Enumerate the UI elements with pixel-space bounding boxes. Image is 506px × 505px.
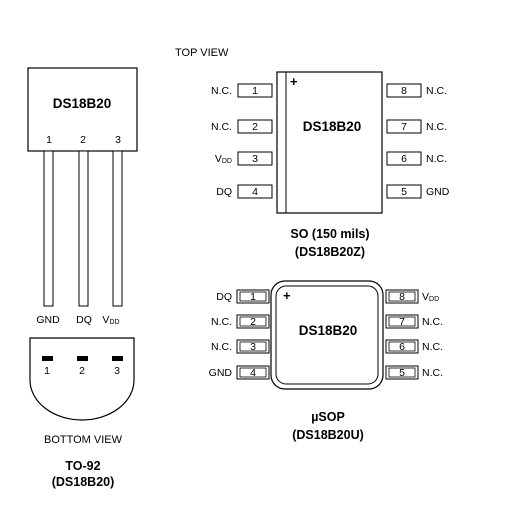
to92-pin-name-dq: DQ — [76, 314, 92, 326]
to92-bottom-view-outline — [29, 337, 135, 421]
usop-pin-1 — [236, 289, 270, 304]
usop-pin-number-3: 3 — [250, 341, 256, 353]
usop-pin1-marker: + — [283, 288, 291, 303]
so-pin-number-6: 6 — [401, 153, 407, 165]
so-pin-4 — [237, 184, 273, 199]
so-pin-name-3: VDD — [215, 153, 232, 165]
so-pin-name-6: N.C. — [426, 153, 447, 165]
so-package: + DS18B20 1 N.C. 2 N.C. 3 VDD 4 DQ 8 N.C… — [211, 71, 450, 259]
to92-package: DS18B20 1 2 3 GND DQ VDD 1 2 3 BOTTOM VI… — [27, 67, 138, 489]
usop-pin-number-1: 1 — [250, 291, 256, 303]
usop-pin-3 — [236, 339, 270, 354]
so-pin-3 — [237, 151, 273, 166]
to92-pin-name-vdd: VDD — [102, 314, 119, 326]
to92-pin-number-3: 3 — [115, 134, 121, 146]
usop-body-inner — [275, 285, 379, 385]
usop-pin-name-5: N.C. — [422, 367, 443, 379]
to92-bottom-number-2: 2 — [79, 365, 85, 377]
usop-pin-name-6: N.C. — [422, 341, 443, 353]
so-pin-number-8: 8 — [401, 85, 407, 97]
usop-pin-8 — [385, 289, 419, 304]
usop-pin-6 — [385, 339, 419, 354]
usop-pin-name-2: N.C. — [211, 316, 232, 328]
so-pin-name-8: N.C. — [426, 85, 447, 97]
so-body — [276, 71, 383, 214]
so-pin-1 — [237, 83, 273, 98]
so-pin-5 — [386, 184, 422, 199]
so-pin-number-5: 5 — [401, 186, 407, 198]
usop-pin-4 — [236, 365, 270, 380]
to92-chip-label: DS18B20 — [53, 96, 112, 111]
so-caption-line2: (DS18B20Z) — [295, 245, 365, 259]
usop-pin-name-8: VDD — [422, 291, 439, 303]
usop-pin-name-1: DQ — [216, 291, 232, 303]
to92-caption-line2: (DS18B20) — [52, 475, 115, 489]
usop-chip-label: DS18B20 — [299, 323, 358, 338]
usop-pin-2 — [236, 314, 270, 329]
so-chip-label: DS18B20 — [303, 119, 362, 134]
usop-pin-number-5: 5 — [399, 367, 405, 379]
so-pin-name-4: DQ — [216, 186, 232, 198]
usop-pin-number-6: 6 — [399, 341, 405, 353]
to92-bottom-pad-1 — [42, 356, 53, 361]
usop-pin-7 — [385, 314, 419, 329]
usop-pin-number-2: 2 — [250, 316, 256, 328]
so-pin-name-2: N.C. — [211, 121, 232, 133]
to92-bottom-pad-3 — [112, 356, 123, 361]
to92-lead-1 — [43, 150, 54, 307]
bottom-view-label: BOTTOM VIEW — [44, 434, 123, 446]
to92-bottom-number-3: 3 — [114, 365, 120, 377]
so-pin-number-7: 7 — [401, 121, 407, 133]
to92-bottom-pad-2 — [77, 356, 88, 361]
so-pin-name-5: GND — [426, 186, 450, 198]
usop-pin-name-3: N.C. — [211, 341, 232, 353]
so-pin-8 — [386, 83, 422, 98]
so-pin-number-3: 3 — [252, 153, 258, 165]
so-pin1-marker: + — [290, 74, 298, 89]
usop-package: 1 DQ 2 N.C. 3 N.C. 4 GND + DS18B20 8 — [209, 280, 443, 442]
so-pin-2 — [237, 119, 273, 134]
usop-caption-line2: (DS18B20U) — [292, 428, 364, 442]
usop-caption-line1: µSOP — [311, 410, 345, 424]
usop-pin-5 — [385, 365, 419, 380]
so-pin-name-1: N.C. — [211, 85, 232, 97]
to92-lead-2 — [78, 150, 89, 307]
so-pin-number-4: 4 — [252, 186, 258, 198]
so-pin-6 — [386, 151, 422, 166]
top-view-label: TOP VIEW — [175, 47, 229, 59]
to92-caption-line1: TO-92 — [65, 459, 100, 473]
to92-pin-name-gnd: GND — [36, 314, 60, 326]
usop-pin-number-4: 4 — [250, 367, 256, 379]
to92-body — [27, 67, 138, 152]
so-pin-number-2: 2 — [252, 121, 258, 133]
usop-pin-name-7: N.C. — [422, 316, 443, 328]
so-pin-number-1: 1 — [252, 85, 258, 97]
to92-bottom-number-1: 1 — [44, 365, 50, 377]
to92-pin-number-1: 1 — [46, 134, 52, 146]
usop-pin-name-4: GND — [209, 367, 233, 379]
so-pin-name-7: N.C. — [426, 121, 447, 133]
usop-pin-number-8: 8 — [399, 291, 405, 303]
so-caption-line1: SO (150 mils) — [290, 227, 369, 241]
to92-pin-number-2: 2 — [80, 134, 86, 146]
usop-pin-number-7: 7 — [399, 316, 405, 328]
to92-lead-3 — [112, 150, 123, 307]
so-pin-7 — [386, 119, 422, 134]
